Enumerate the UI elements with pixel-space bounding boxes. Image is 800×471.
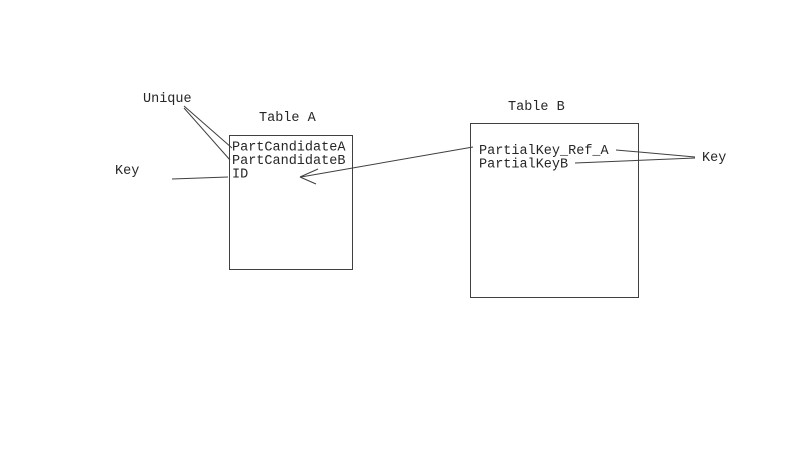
key-line-from-partialkey-ref-a (615, 149, 696, 158)
unique-line-to-partcandidatea (183, 105, 233, 149)
table-b-title: Table B (508, 100, 565, 115)
key-label-left: Key (115, 164, 139, 179)
key-line-from-partialkeyb (574, 157, 696, 164)
table-a-box (229, 135, 353, 270)
reference-arrowhead-upper (299, 168, 319, 178)
table-a-field-partcandidatea: PartCandidateA (232, 141, 346, 156)
table-b-box (470, 123, 639, 298)
reference-arrowhead-lower (299, 176, 317, 185)
key-line-to-id (171, 176, 229, 180)
reference-arrow-shaft (300, 146, 474, 178)
table-a-title: Table A (259, 111, 317, 126)
table-b-field-partialkeyb: PartialKeyB (479, 158, 568, 173)
unique-line-to-partcandidateb (183, 107, 231, 161)
table-b-field-partialkey-ref-a: PartialKey_Ref_A (479, 144, 610, 159)
unique-label: Unique (143, 92, 192, 107)
table-a-field-id: ID (232, 168, 248, 183)
key-label-right: Key (702, 151, 726, 166)
table-a-field-partcandidateb: PartCandidateB (232, 154, 345, 169)
